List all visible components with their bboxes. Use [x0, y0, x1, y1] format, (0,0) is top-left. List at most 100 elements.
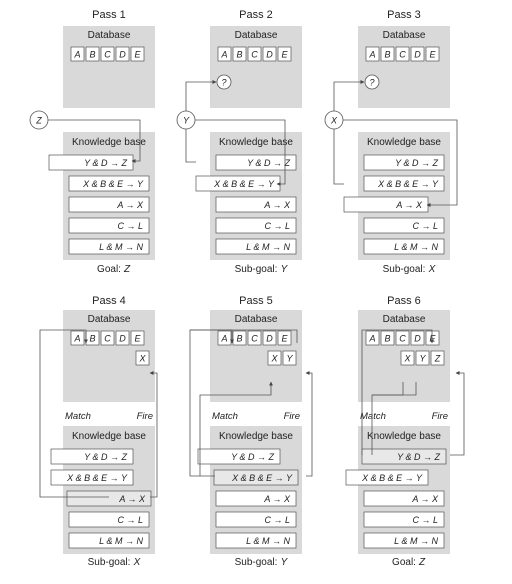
rule-text: Y & D → Z: [397, 452, 440, 462]
query-bubble: [364, 74, 380, 90]
derived-fact-label: X: [138, 354, 146, 364]
rule-row: [361, 448, 447, 465]
fire-label: Fire: [284, 411, 300, 422]
rule-row: [215, 511, 297, 528]
rule-row: [50, 448, 134, 465]
rule-row: [363, 217, 445, 234]
fact-cell: [247, 330, 262, 346]
derived-fact-label: Y: [286, 354, 293, 364]
rule-row: [213, 469, 299, 486]
fact-cell: [217, 46, 232, 62]
fact-cell: [277, 46, 292, 62]
rule-row: [215, 154, 297, 171]
fire-label: Fire: [137, 411, 153, 422]
rule-row: [363, 238, 445, 255]
goal-variable: Z: [123, 264, 131, 275]
fact-label: B: [384, 334, 390, 344]
rule-text: Y & D → Z: [231, 452, 274, 462]
fact-cell: [130, 46, 145, 62]
rule-text: A → X: [263, 494, 291, 504]
fact-cell: [425, 330, 440, 346]
database-panel: [210, 26, 302, 108]
rule-row: [68, 511, 150, 528]
database-panel: [63, 26, 155, 108]
rule-text: A → X: [263, 200, 291, 210]
rule-row: [363, 532, 445, 549]
rule-text: A → X: [411, 494, 439, 504]
fact-cell: [232, 330, 247, 346]
knowledge-base-label: Knowledge base: [219, 137, 293, 148]
knowledge-base-label: Knowledge base: [219, 431, 293, 442]
fact-cell: [130, 330, 145, 346]
rule-row: [68, 175, 150, 192]
fact-label: E: [134, 334, 141, 344]
rule-text: C → L: [264, 221, 290, 231]
pass-title: Pass 4: [92, 295, 126, 307]
rule-row: [68, 217, 150, 234]
query-bubble: [216, 74, 232, 90]
fact-label: E: [281, 50, 288, 60]
query-label: ?: [221, 78, 226, 88]
fact-cell: [100, 46, 115, 62]
fact-label: A: [73, 50, 80, 60]
fact-cell: [395, 330, 410, 346]
fact-label: D: [414, 334, 421, 344]
fact-label: C: [251, 334, 258, 344]
fact-label: C: [251, 50, 258, 60]
derived-fact-cell: [430, 350, 445, 366]
fact-cell: [247, 46, 262, 62]
goal-variable: X: [428, 264, 436, 275]
fact-cell: [365, 330, 380, 346]
fact-cell: [100, 330, 115, 346]
fact-cell: [410, 330, 425, 346]
fact-cell: [217, 330, 232, 346]
pass-title: Pass 6: [387, 295, 421, 307]
fact-cell: [85, 46, 100, 62]
rule-text: L & M → N: [394, 242, 438, 252]
rule-row: [345, 469, 429, 486]
fact-cell: [277, 330, 292, 346]
rule-text: A → X: [395, 200, 423, 210]
fact-label: B: [89, 334, 95, 344]
rule-text: L & M → N: [99, 242, 143, 252]
goal-variable: Z: [418, 557, 426, 568]
fact-cell: [262, 46, 277, 62]
rule-row: [215, 490, 297, 507]
fact-label: E: [134, 50, 141, 60]
goal-variable: Y: [281, 264, 289, 275]
goal-circle-label: Y: [183, 116, 190, 126]
derived-fact-label: Z: [434, 354, 441, 364]
database-label: Database: [235, 30, 278, 41]
rule-text: L & M → N: [246, 242, 290, 252]
fact-label: E: [429, 334, 436, 344]
fact-cell: [70, 330, 85, 346]
database-label: Database: [235, 314, 278, 325]
fact-cell: [380, 46, 395, 62]
rule-row: [197, 448, 281, 465]
database-label: Database: [383, 30, 426, 41]
fact-cell: [70, 46, 85, 62]
rule-row: [68, 532, 150, 549]
rule-text: C → L: [412, 515, 438, 525]
derived-fact-label: X: [270, 354, 278, 364]
database-label: Database: [88, 314, 131, 325]
goal-prefix: Sub-goal:: [88, 557, 131, 568]
rule-row: [68, 238, 150, 255]
derived-fact-cell: [267, 350, 282, 366]
fact-label: C: [104, 334, 111, 344]
fact-label: D: [119, 334, 126, 344]
fact-label: D: [266, 334, 273, 344]
rule-text: X & B & E → Y: [361, 473, 423, 483]
goal-prefix: Sub-goal:: [235, 264, 278, 275]
fact-label: B: [236, 50, 242, 60]
rule-row: [215, 532, 297, 549]
database-label: Database: [88, 30, 131, 41]
knowledge-base-label: Knowledge base: [72, 431, 146, 442]
fact-cell: [115, 330, 130, 346]
derived-fact-cell: [400, 350, 415, 366]
goal-prefix: Goal:: [392, 557, 416, 568]
fact-cell: [365, 46, 380, 62]
